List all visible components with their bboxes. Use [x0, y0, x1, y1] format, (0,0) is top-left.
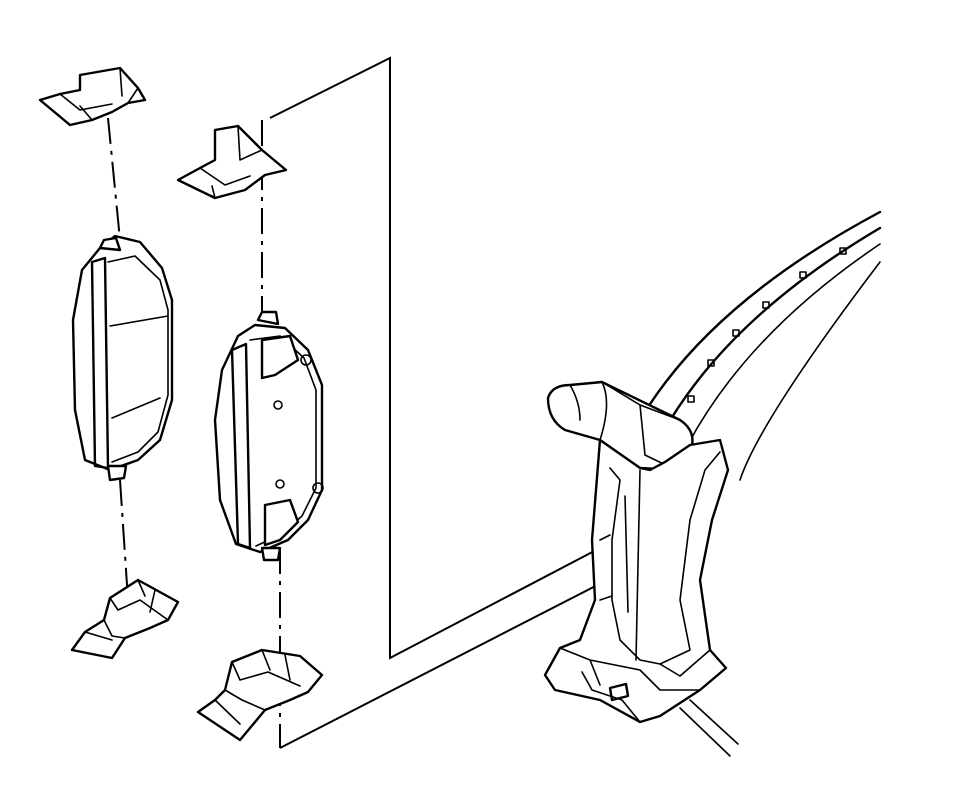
caliper-mounting-bracket: [543, 380, 739, 757]
inner-pad-clip-upper: [176, 124, 288, 200]
inner-brake-pad: [213, 310, 324, 562]
outer-pad-clip-upper: [38, 66, 147, 127]
inner-pad-clip-lower: [196, 648, 324, 742]
outer-pad-clip-lower: [70, 578, 180, 660]
outer-brake-pad: [71, 234, 174, 482]
rotor-vent-marks: [687, 247, 847, 403]
